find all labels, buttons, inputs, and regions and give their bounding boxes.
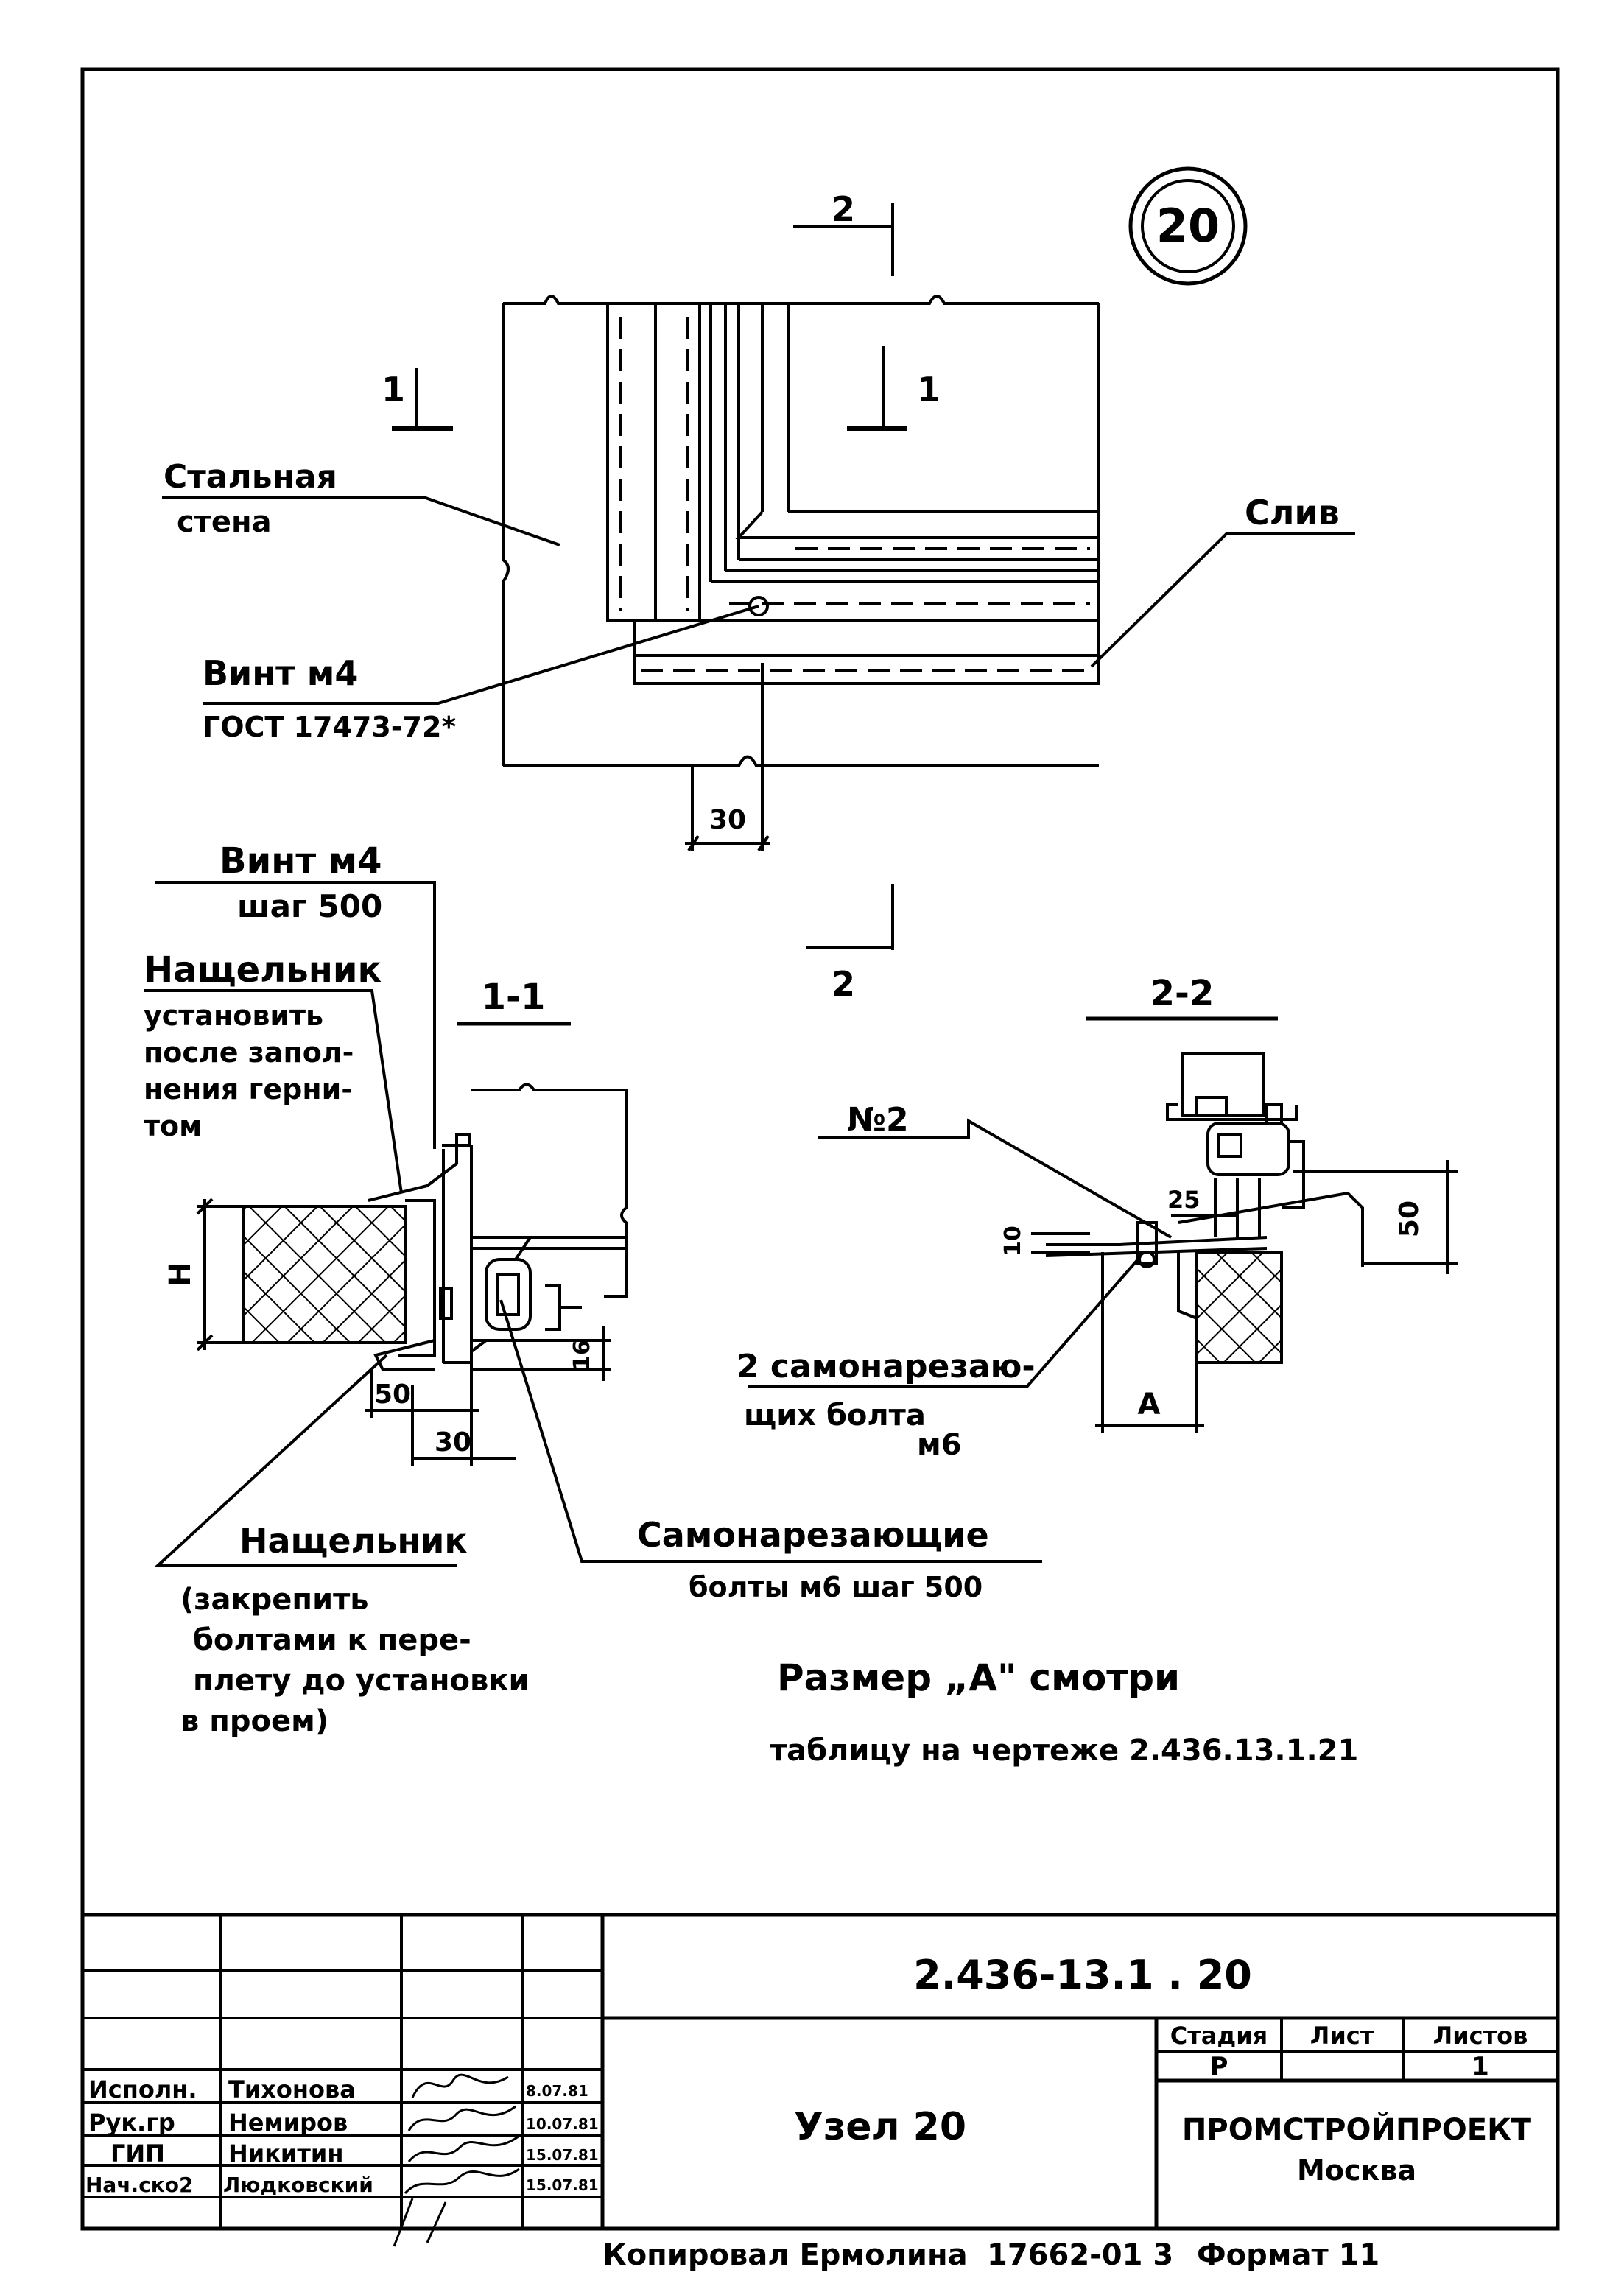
s1-dim-50: 50: [374, 1379, 411, 1410]
sig-name: Никитин: [228, 2140, 343, 2168]
sig-name: Людковский: [223, 2173, 373, 2197]
s1-bolts-label: Самонарезающие: [637, 1515, 989, 1555]
s1-cover2-note-3: плету до установки: [193, 1664, 530, 1698]
s1-screw-label: Винт м4: [219, 840, 382, 882]
s2-dim-25: 25: [1167, 1186, 1201, 1214]
s2-dim-10: 10: [1000, 1226, 1026, 1256]
sheet-header: Лист: [1310, 2022, 1374, 2050]
s1-dim-16: 16: [569, 1340, 595, 1371]
title-block: [82, 1913, 1558, 2229]
s1-dim-30: 30: [435, 1427, 471, 1458]
s1-dim-h: Н: [164, 1262, 197, 1286]
node-circle: 20: [1128, 166, 1248, 286]
section-2-title: 2-2: [1150, 973, 1215, 1014]
sig-name: Тихонова: [228, 2075, 356, 2103]
s1-cover2-note-2: болтами к пере-: [193, 1623, 471, 1657]
sig-role: Исполн.: [88, 2075, 197, 2103]
stage-header: Стадия: [1170, 2022, 1268, 2050]
sheets-value: 1: [1472, 2052, 1489, 2081]
section-1-title: 1-1: [482, 977, 546, 1018]
sig-date: 15.07.81: [526, 2146, 599, 2164]
copy-number: 17662-01 3: [987, 2238, 1173, 2272]
s2-bolts-3: м6: [917, 1428, 962, 1462]
drain-label: Слив: [1245, 493, 1340, 532]
signature-row: Исполн. Тихонова 8.07.81: [88, 2075, 588, 2103]
signature-row: Нач.ско2 Людковский 15.07.81: [85, 2173, 599, 2197]
section-1-1: [144, 881, 1042, 1567]
sheet-title: Узел 20: [794, 2105, 966, 2149]
sig-date: 10.07.81: [526, 2115, 599, 2133]
wall-label-2: стена: [177, 505, 272, 539]
signature-row: ГИП Никитин 15.07.81: [110, 2140, 599, 2168]
plan-screw-gost: ГОСТ 17473-72*: [203, 711, 456, 743]
stage-value: Р: [1210, 2052, 1228, 2081]
plan-cut-1-left: 1: [382, 370, 405, 409]
signature-scribbles: [393, 2073, 520, 2247]
s2-bolts-2: щих болта: [744, 1399, 926, 1432]
copied-by: Копировал Ермолина: [602, 2238, 968, 2272]
sig-date: 15.07.81: [526, 2176, 599, 2194]
sig-role: Рук.гр: [88, 2109, 175, 2137]
plan-cut-2-top: 2: [832, 189, 855, 229]
plan-screw-label: Винт м4: [203, 653, 358, 693]
s1-bolts-note: болты м6 шаг 500: [689, 1571, 983, 1603]
s1-cover-note-4: том: [144, 1110, 202, 1142]
s1-cover-note-1: установить: [144, 999, 323, 1032]
plan-dim-30: 30: [709, 805, 746, 835]
sheets-header: Листов: [1433, 2022, 1528, 2050]
s2-dim-50: 50: [1394, 1201, 1424, 1237]
note-line-1: Размер „А" смотри: [777, 1656, 1180, 1699]
s1-cover-label: Нащельник: [144, 949, 382, 991]
s1-cover2-note-4: в проем): [180, 1704, 328, 1738]
organization: ПРОМСТРОЙПРОЕКТ: [1182, 2112, 1532, 2147]
city: Москва: [1297, 2154, 1416, 2187]
sig-name: Немиров: [228, 2109, 348, 2137]
signature-row: Рук.гр Немиров 10.07.81: [88, 2109, 599, 2137]
plan-cut-1-right: 1: [917, 370, 941, 409]
s1-cover2-label: Нащельник: [239, 1521, 468, 1561]
plan-cut-2-bottom: 2: [832, 964, 855, 1004]
s1-screw-step: шаг 500: [237, 888, 382, 924]
node-number: 20: [1156, 199, 1220, 253]
plan-view: [162, 203, 1355, 950]
s2-item-label: №2: [847, 1101, 909, 1139]
wall-label-1: Стальная: [164, 458, 337, 496]
s2-bolts-1: 2 самонарезаю-: [737, 1348, 1036, 1385]
sig-role: ГИП: [110, 2140, 165, 2168]
s1-cover-note-2: после запол-: [144, 1036, 354, 1069]
sig-date: 8.07.81: [526, 2082, 588, 2100]
s2-dim-a: А: [1138, 1388, 1161, 1421]
sheet-frame: [80, 67, 1560, 2231]
sheet-code: 2.436-13.1 . 20: [913, 1952, 1252, 1998]
sig-role: Нач.ско2: [85, 2173, 194, 2197]
section-2-2: [748, 1016, 1458, 1432]
format-label: Формат 11: [1197, 2238, 1379, 2272]
note-line-2: таблицу на чертеже 2.436.13.1.21: [770, 1734, 1358, 1768]
s1-cover-note-3: нения герни-: [144, 1073, 353, 1105]
s1-cover2-note-1: (закрепить: [180, 1583, 369, 1617]
